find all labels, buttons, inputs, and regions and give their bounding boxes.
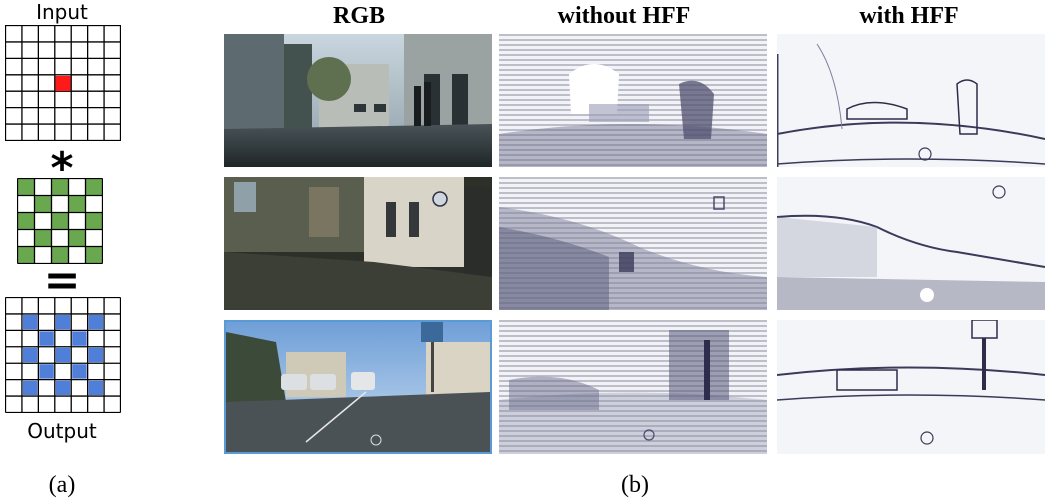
output-active-cell bbox=[55, 347, 71, 363]
rgb-street-scene-3 bbox=[224, 320, 492, 454]
input-grid bbox=[5, 25, 121, 141]
output-active-cell bbox=[88, 314, 104, 330]
kernel-active-cell bbox=[34, 229, 52, 247]
seg-with-hff-3 bbox=[777, 320, 1045, 454]
seg-without-hff-1 bbox=[499, 34, 767, 167]
kernel-active-cell bbox=[85, 178, 103, 196]
equals-operator: = bbox=[43, 255, 81, 306]
seg-with-hff-1 bbox=[777, 34, 1045, 167]
output-label: Output bbox=[27, 419, 97, 443]
output-active-cell bbox=[88, 347, 104, 363]
kernel-active-cell bbox=[85, 246, 103, 264]
input-label: Input bbox=[36, 0, 88, 24]
kernel-active-cell bbox=[34, 195, 52, 213]
output-active-cell bbox=[88, 380, 104, 396]
header-with-hff: with HFF bbox=[859, 3, 959, 29]
output-active-cell bbox=[55, 380, 71, 396]
output-grid bbox=[5, 297, 121, 413]
header-rgb: RGB bbox=[332, 3, 385, 29]
kernel-active-cell bbox=[17, 246, 35, 264]
kernel-active-cell bbox=[85, 212, 103, 230]
kernel-active-cell bbox=[51, 246, 69, 264]
rgb-street-scene-1 bbox=[224, 34, 492, 167]
output-active-cell bbox=[72, 331, 87, 346]
caption-b: (b) bbox=[621, 472, 649, 498]
kernel-active-cell bbox=[68, 195, 86, 213]
kernel-active-cell bbox=[68, 229, 86, 247]
header-without-hff: without HFF bbox=[557, 3, 691, 29]
output-active-cell bbox=[22, 347, 38, 363]
input-center-cell bbox=[55, 76, 71, 91]
seg-with-hff-2 bbox=[777, 177, 1045, 310]
kernel-active-cell bbox=[17, 212, 35, 230]
output-active-cell bbox=[72, 364, 87, 379]
output-active-cell bbox=[39, 364, 54, 379]
kernel-active-cell bbox=[51, 178, 69, 196]
kernel-active-cell bbox=[17, 178, 35, 196]
caption-a: (a) bbox=[48, 472, 76, 498]
output-active-cell bbox=[39, 331, 54, 346]
output-active-cell bbox=[55, 314, 71, 330]
seg-without-hff-2 bbox=[499, 177, 767, 310]
kernel-active-cell bbox=[51, 212, 69, 230]
output-active-cell bbox=[22, 380, 38, 396]
seg-without-hff-3 bbox=[499, 320, 767, 454]
output-active-cell bbox=[22, 314, 38, 330]
rgb-street-scene-2 bbox=[224, 177, 492, 310]
kernel-grid bbox=[17, 178, 103, 264]
